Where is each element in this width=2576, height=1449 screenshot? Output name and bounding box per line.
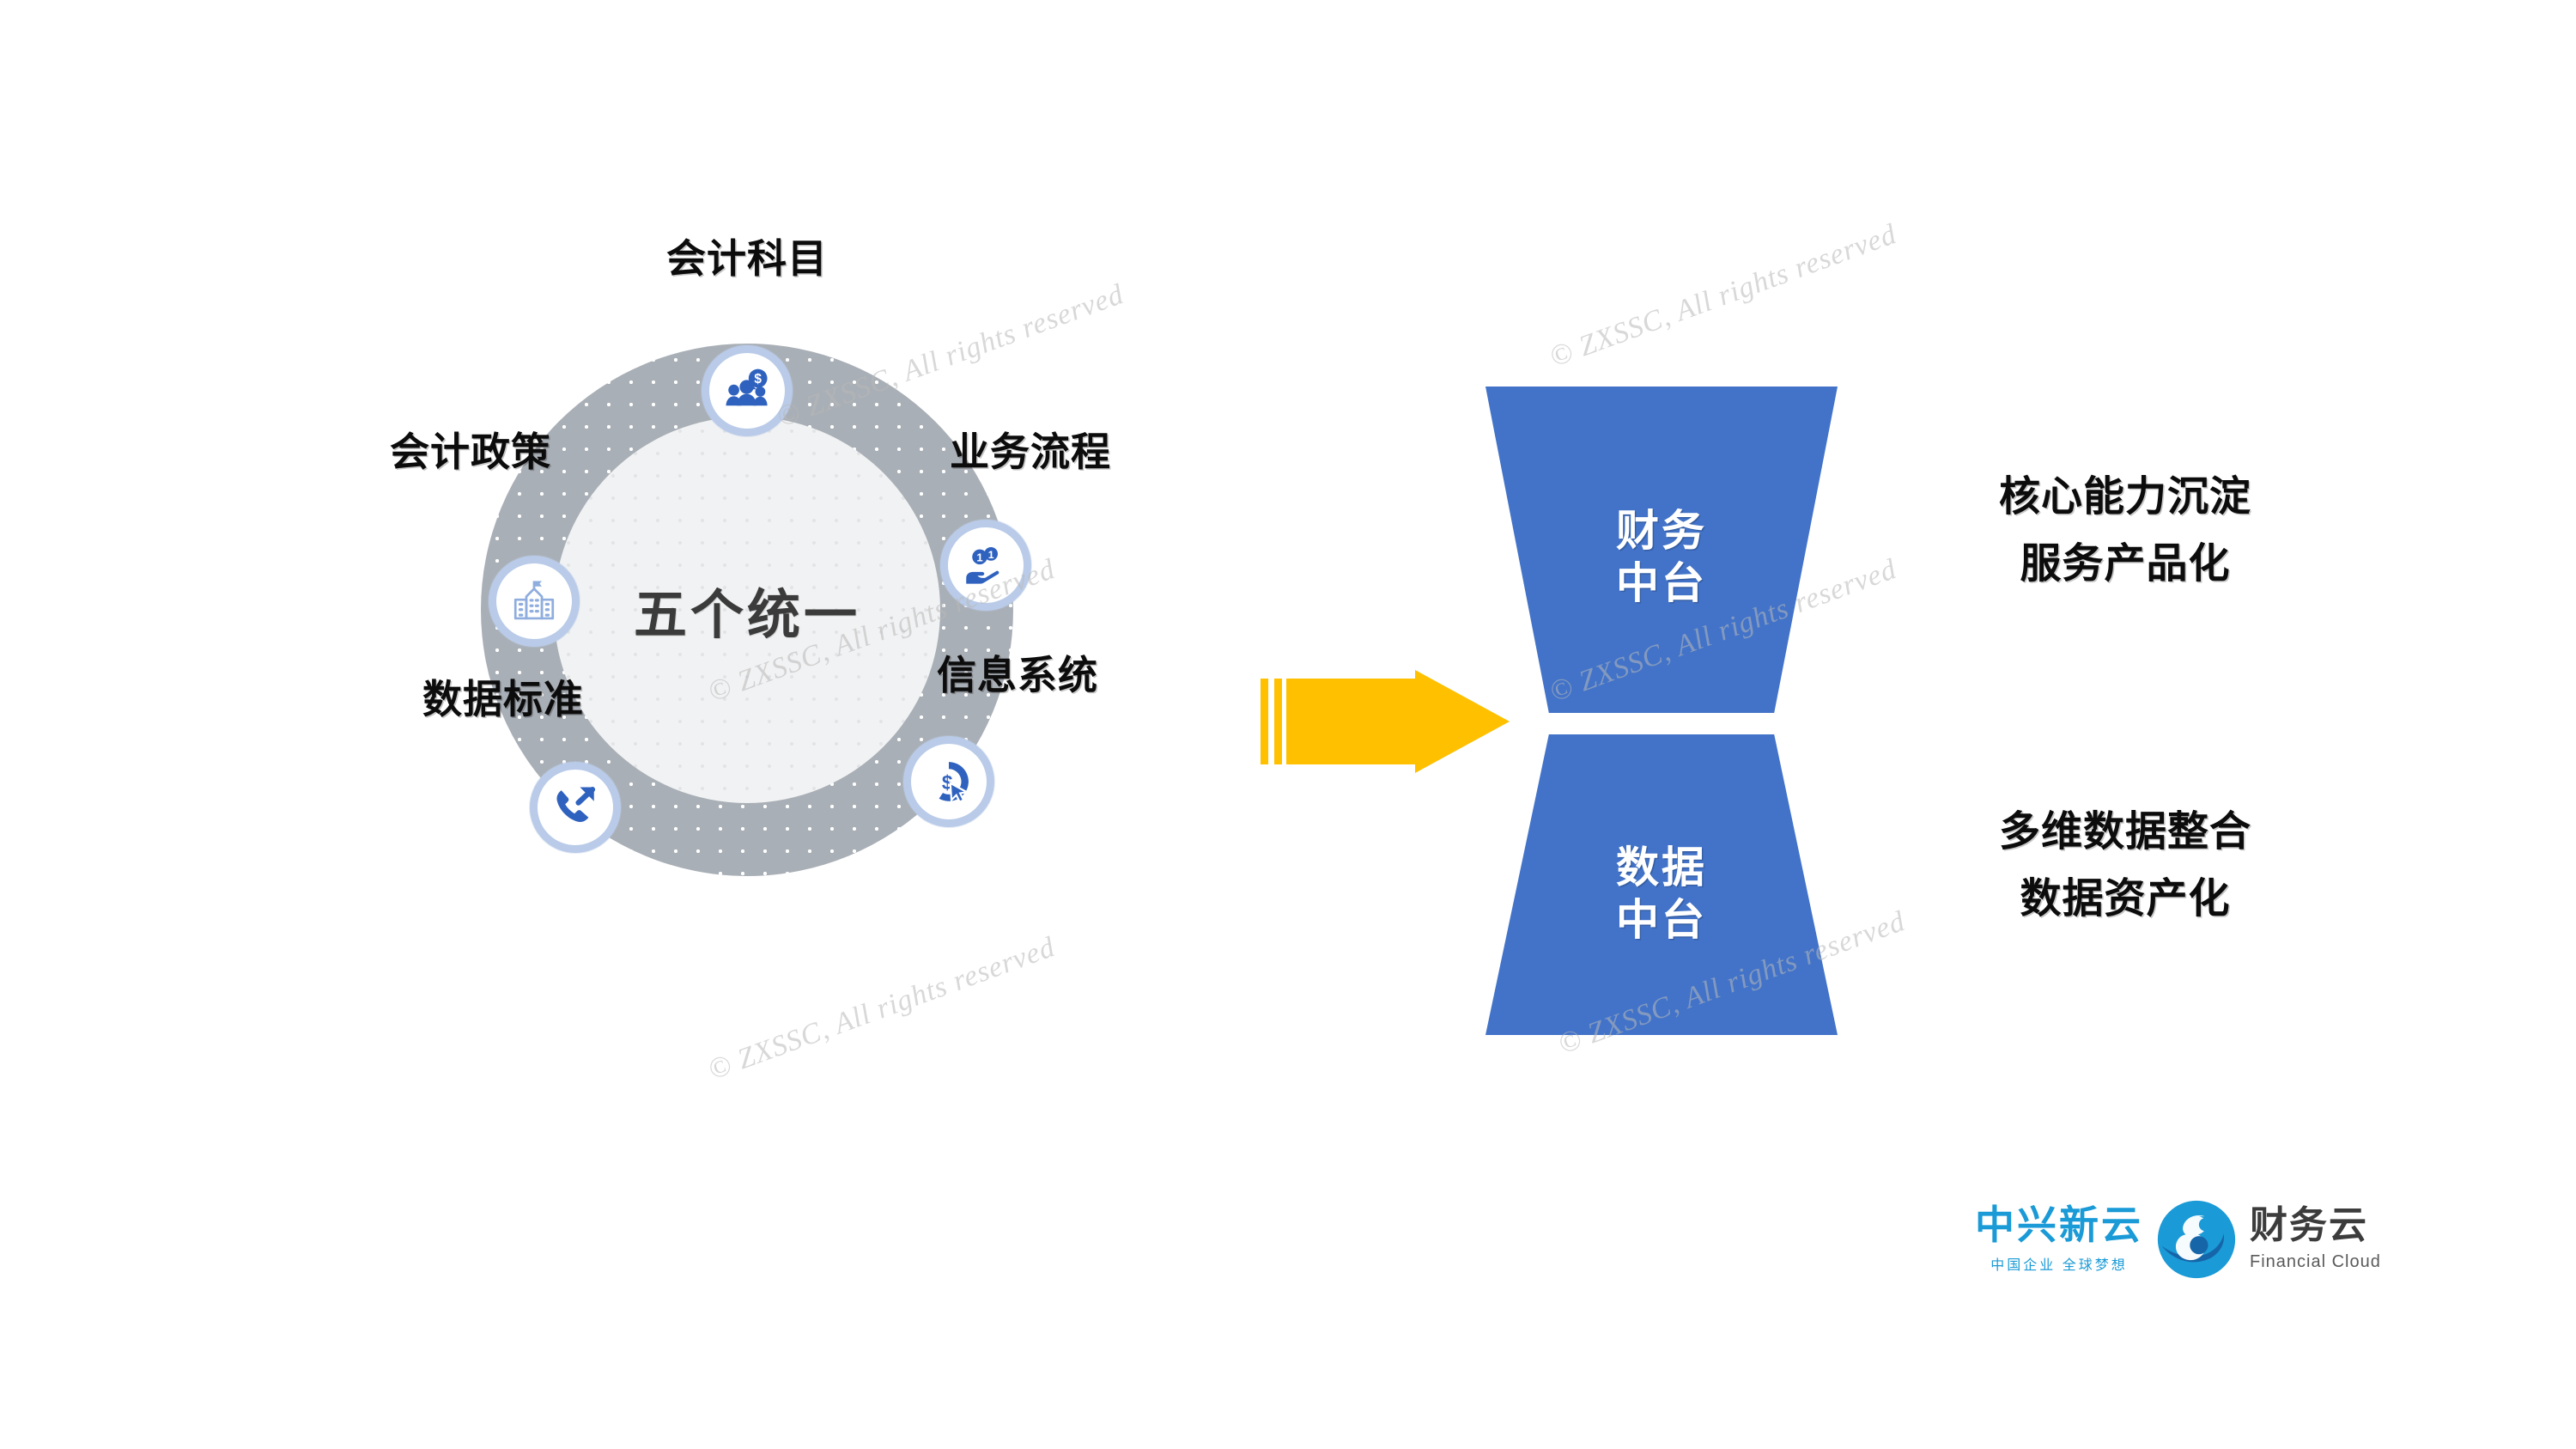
logo-brand-block: 中兴新云 中国企业 全球梦想 [1975,1205,2143,1274]
outgoing-call-icon [556,786,596,823]
outcome-data-line-2: 数据资产化 [2020,875,2231,922]
logo-brand-tagline: 中国企业 全球梦想 [1990,1258,2128,1273]
brand-logo: 中兴新云 中国企业 全球梦想 财务云 Financial Cloud [1975,1198,2381,1281]
arrow-tail-stripe-2 [1274,679,1282,764]
watermark-text: © ZXSSC, All rights reserved [704,930,1060,1087]
bubble-data-standard[interactable] [530,762,621,853]
logo-product-block: 财务云 Financial Cloud [2250,1207,2381,1272]
funnel-data-middle-platform[interactable]: 数据 中台 [1485,734,1838,1035]
swirl-cloud-icon [2157,1200,2236,1279]
bubble-accounting-subject[interactable]: $ [702,345,793,436]
outcome-finance: 核心能力沉淀 服务产品化 [1919,464,2331,598]
five-unifications-diagram: 五个统一 $ 会计科目 [390,236,1110,876]
node-label-business-process: 业务流程 [950,429,1111,474]
node-label-information-system: 信息系统 [937,653,1098,697]
node-label-data-standard: 数据标准 [422,677,584,721]
arrow-tail-stripe-1 [1261,679,1268,764]
funnel-finance-label: 财务 中台 [1616,505,1707,610]
bubble-business-process[interactable]: 1 1 [940,520,1031,611]
people-money-icon: $ [726,368,768,406]
node-label-accounting-subject: 会计科目 [666,236,828,281]
outcome-finance-line-1: 核心能力沉淀 [1998,474,2251,520]
outcome-finance-line-2: 服务产品化 [2020,540,2231,587]
middle-platform-funnels: 财务 中台 数据 中台 [1460,369,1863,1056]
institution-flag-icon [513,581,555,620]
funnel-data-line-1: 数据 [1616,843,1707,892]
svg-text:1: 1 [976,551,982,564]
right-arrow-icon [1286,670,1510,773]
watermark-text: © ZXSSC, All rights reserved [1546,217,1901,374]
logo-brand-name: 中兴新云 [1975,1202,2143,1247]
funnel-finance-line-2: 中台 [1616,559,1707,607]
transition-arrow [1261,670,1510,773]
money-cursor-icon: $ [939,762,970,804]
svg-text:1: 1 [988,549,994,561]
logo-product-name-en: Financial Cloud [2250,1252,2381,1271]
logo-product-name-cn: 财务云 [2250,1204,2368,1246]
bubble-information-system[interactable]: $ [903,736,994,827]
hand-coins-icon: 1 1 [966,547,999,584]
inner-circle: 五个统一 [554,417,940,803]
center-label: 五个统一 [633,586,860,645]
funnel-data-label: 数据 中台 [1616,842,1707,947]
svg-text:$: $ [754,372,762,387]
funnel-data-line-2: 中台 [1616,896,1707,944]
outcome-data: 多维数据整合 数据资产化 [1919,799,2331,933]
funnel-finance-middle-platform[interactable]: 财务 中台 [1485,387,1838,713]
node-label-accounting-policy: 会计政策 [390,429,551,474]
funnel-finance-line-1: 财务 [1616,507,1707,555]
outcome-data-line-1: 多维数据整合 [1998,809,2251,855]
bubble-accounting-policy[interactable] [489,556,580,647]
